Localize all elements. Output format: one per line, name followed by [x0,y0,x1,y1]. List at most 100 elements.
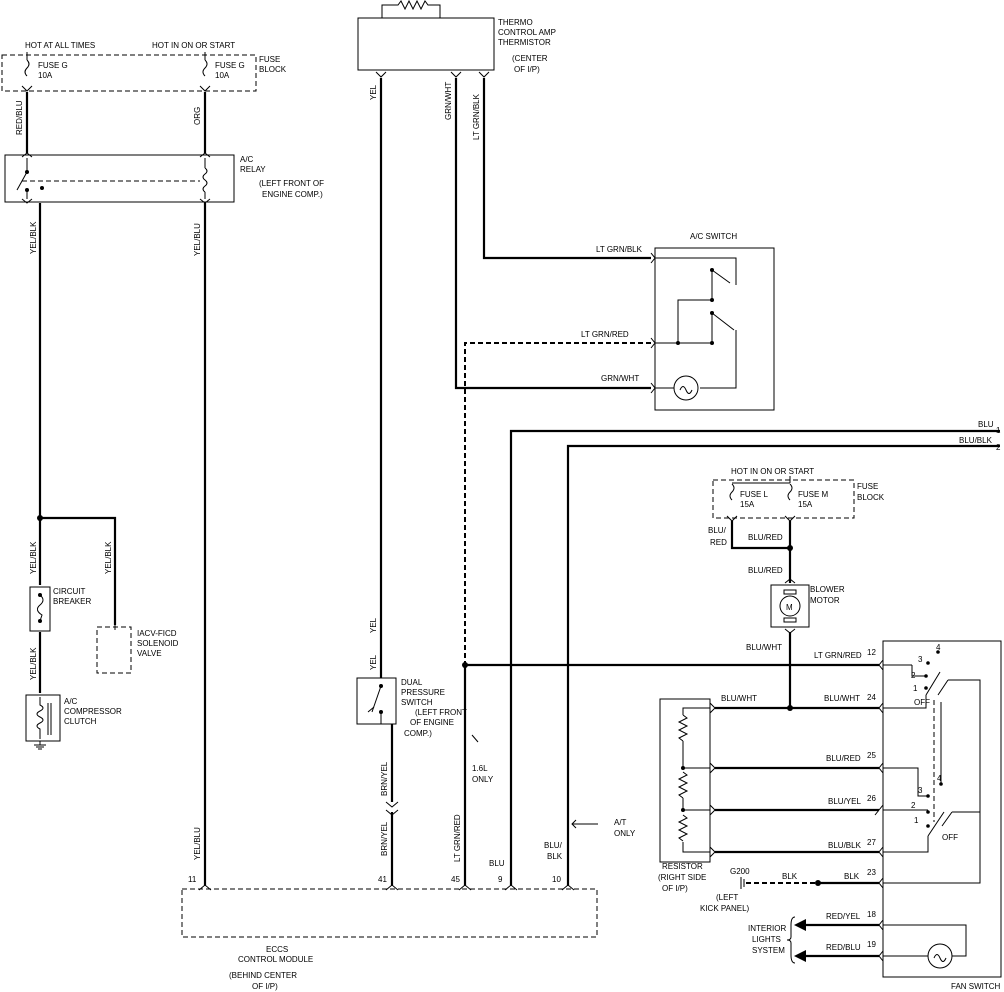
label-fuse-l-2: 15A [740,500,755,509]
label-pin-1: 1 [996,426,1001,435]
label-wire-blu-ecm: BLU [489,859,505,868]
label-wire-blu-red-2: BLU/RED [748,533,783,542]
label-wire-blk-1: BLK [782,872,798,881]
dual-pressure-switch [356,677,397,725]
label-resistor-1: RESISTOR [662,862,703,871]
label-interior-3: SYSTEM [752,946,785,955]
label-wire-brn-yel-2: BRN/YEL [380,821,389,856]
label-pin-12: 12 [867,648,876,657]
circuit-breaker [29,586,51,632]
iacv-solenoid-valve [96,625,132,674]
label-fsw-1b: 1 [914,816,919,825]
label-g200: G200 [730,867,750,876]
eccs-control-module [181,884,598,938]
label-fuse-block-right-1: FUSE [857,482,878,491]
label-fuse-g2-1: FUSE G [215,61,245,70]
label-fan-switch: FAN SWITCH [951,982,1001,991]
label-wire-org: ORG [193,107,202,125]
ground-g200 [740,877,879,889]
label-thermo-5: OF I/P) [514,65,540,74]
label-thermo-4: (CENTER [512,54,548,63]
label-wire-blu-wht-r: BLU/WHT [721,694,757,703]
label-dual-1: DUAL [401,678,423,687]
label-wire-yel-1: YEL [369,84,378,100]
label-ac-clutch-2: COMPRESSOR [64,707,122,716]
label-fuse-block-right-2: BLOCK [857,493,885,502]
label-pin-24: 24 [867,693,876,702]
label-fsw-4a: 4 [936,643,941,652]
label-wire-brn-yel-1: BRN/YEL [380,761,389,796]
label-fsw-4b: 4 [937,774,942,783]
label-wire-blu-red-3: BLU/RED [748,566,783,575]
label-blower-2: MOTOR [810,596,840,605]
label-wire-yel-2: YEL [369,617,378,633]
label-wire-blu-yel-26: BLU/YEL [828,797,861,806]
label-fuse-block-top-1: FUSE [259,55,280,64]
label-interior-1: INTERIOR [748,924,786,933]
label-g200-loc-2: KICK PANEL) [700,904,750,913]
label-fuse-g1-1: FUSE G [38,61,68,70]
label-only-16-2: ONLY [472,775,494,784]
fuse-block-top [1,54,257,92]
label-interior-2: LIGHTS [752,935,781,944]
label-fuse-m-1: FUSE M [798,490,829,499]
label-dual-5: OF ENGINE [410,718,454,727]
label-ecm-pin-41: 41 [378,875,387,884]
svg-text:M: M [786,603,793,612]
label-wire-lt-grn-blk-h: LT GRN/BLK [596,245,643,254]
label-pin-19: 19 [867,940,876,949]
label-fsw-3a: 3 [918,655,923,664]
label-ecm-pin-9: 9 [498,875,503,884]
label-ac-clutch-3: CLUTCH [64,717,97,726]
label-fuse-m-2: 15A [798,500,813,509]
label-wire-grn-wht-h: GRN/WHT [601,374,639,383]
label-ac-switch: A/C SWITCH [690,232,737,241]
label-hot-in-on-or-start-right: HOT IN ON OR START [731,467,814,476]
label-circuit-breaker-1: CIRCUIT [53,587,86,596]
label-iacv-1: IACV-FICD [137,629,177,638]
label-pin-18: 18 [867,910,876,919]
label-pin-25: 25 [867,751,876,760]
label-wire-blu-blk-27: BLU/BLK [828,841,862,850]
blower-resistor [659,698,716,863]
label-wire-red-blu: RED/BLU [15,100,24,135]
label-iacv-3: VALVE [137,649,162,658]
label-only-16-1: 1.6L [472,764,488,773]
label-wire-blu-red-1b: RED [710,538,727,547]
label-ecm-pin-10: 10 [552,875,561,884]
label-pin-26: 26 [867,794,876,803]
label-wire-blu-blk-2: BLK [547,852,563,861]
ac-switch [650,247,775,411]
label-ecm-3: (BEHIND CENTER [229,971,297,980]
label-iacv-2: SOLENOID [137,639,179,648]
label-ecm-pin-11: 11 [188,875,197,884]
label-wire-blu-blk-1: BLU/ [544,841,563,850]
label-fuse-l-1: FUSE L [740,490,769,499]
label-fsw-off-a: OFF [914,698,930,707]
label-wire-lt-grn-red-ecm: LT GRN/RED [453,814,462,862]
label-dual-4: (LEFT FRONT [415,708,467,717]
label-fsw-2a: 2 [911,671,916,680]
thermo-control-amp [357,0,495,78]
label-wire-yel-blu-1: YEL/BLU [193,223,202,256]
label-wire-blk-2: BLK [844,872,860,881]
blower-motor: M [770,578,810,634]
label-hot-at-all-times: HOT AT ALL TIMES [25,41,95,50]
label-wire-lt-grn-red-h: LT GRN/RED [581,330,629,339]
label-wire-blu-red-1a: BLU/ [708,526,727,535]
label-ac-relay-1: A/C [240,155,254,164]
label-dual-2: PRESSURE [401,688,445,697]
label-ecm-pin-45: 45 [451,875,460,884]
label-wire-red-yel: RED/YEL [826,912,861,921]
label-g200-loc-1: (LEFT [716,893,738,902]
label-thermo-3: THERMISTOR [498,38,551,47]
label-pin-23: 23 [867,868,876,877]
label-wire-blu-top: BLU [978,420,994,429]
label-wire-blu-wht-1: BLU/WHT [746,643,782,652]
interior-lights-system [786,916,879,964]
label-pin-2: 2 [996,443,1001,452]
label-wire-yel-blu-ecm: YEL/BLU [193,827,202,860]
label-wire-yel-3: YEL [369,654,378,670]
label-hot-in-on-or-start-top: HOT IN ON OR START [152,41,235,50]
